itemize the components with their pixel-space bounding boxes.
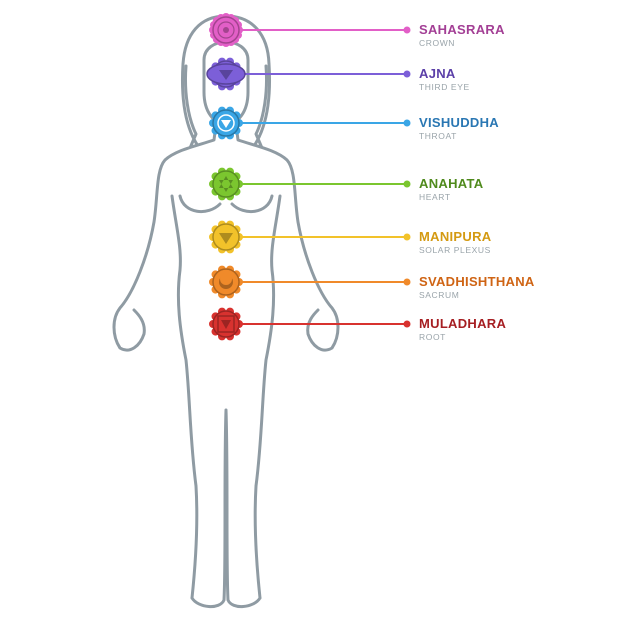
connector-dot bbox=[403, 320, 411, 328]
circle-triangle-icon bbox=[209, 106, 243, 140]
crescent-icon bbox=[209, 265, 243, 299]
chakra-name: SVADHISHTHANA bbox=[419, 274, 535, 289]
left-hand bbox=[112, 306, 146, 352]
connector-dot bbox=[403, 119, 411, 127]
chakra-subtitle: HEART bbox=[419, 192, 451, 202]
torso-outline bbox=[118, 122, 334, 608]
connector-dot bbox=[403, 278, 411, 286]
chakra-name: MULADHARA bbox=[419, 316, 507, 331]
chakra-subtitle: THIRD EYE bbox=[419, 82, 470, 92]
chakra-name: MANIPURA bbox=[419, 229, 492, 244]
chakra-subtitle: SOLAR PLEXUS bbox=[419, 245, 491, 255]
chakra-name: ANAHATA bbox=[419, 176, 484, 191]
right-hand bbox=[306, 306, 340, 352]
triangle-icon bbox=[209, 220, 243, 254]
connector-dot bbox=[403, 233, 411, 241]
chest-outline bbox=[178, 194, 274, 213]
chakra-icons bbox=[206, 13, 246, 341]
chakra-name: VISHUDDHA bbox=[419, 115, 499, 130]
hair-outline bbox=[180, 14, 272, 150]
chakra-name: SAHASRARA bbox=[419, 22, 505, 37]
chakra-subtitle: ROOT bbox=[419, 332, 446, 342]
lotus-flower-icon bbox=[209, 13, 243, 47]
connector-dot bbox=[403, 26, 411, 34]
chakra-subtitle: SACRUM bbox=[419, 290, 460, 300]
star-icon bbox=[209, 167, 243, 201]
square-triangle-icon bbox=[209, 307, 243, 341]
eye-icon bbox=[206, 57, 246, 91]
connector-dot bbox=[403, 180, 411, 188]
chakra-subtitle: THROAT bbox=[419, 131, 457, 141]
connector-dot bbox=[403, 70, 411, 78]
chakra-subtitle: CROWN bbox=[419, 38, 456, 48]
chakra-connectors bbox=[242, 26, 411, 328]
chakra-name: AJNA bbox=[419, 66, 456, 81]
